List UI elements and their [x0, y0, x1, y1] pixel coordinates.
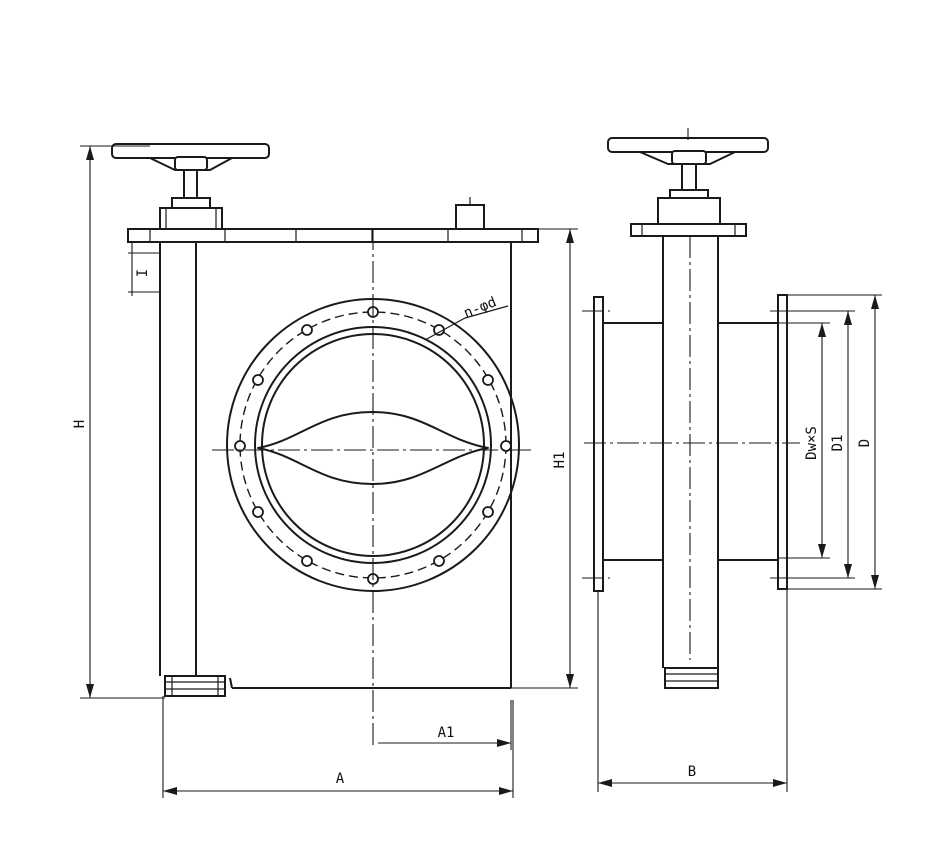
side-pipe	[582, 294, 800, 592]
side-dimensions	[597, 294, 882, 792]
side-body	[662, 236, 719, 689]
label-H1: H1	[552, 452, 568, 469]
side-top-plate	[630, 223, 747, 237]
label-A: A	[336, 771, 345, 787]
front-flange	[212, 228, 534, 745]
label-I: I	[135, 269, 151, 277]
label-D1: D1	[830, 435, 846, 452]
front-handwheel	[111, 143, 270, 231]
front-top-plate	[127, 197, 539, 243]
side-view	[582, 128, 882, 792]
label-D: D	[857, 439, 873, 447]
front-dimensions	[80, 145, 578, 798]
front-view	[80, 143, 578, 798]
label-H: H	[72, 420, 88, 428]
label-DwxS: Dw×S	[804, 426, 820, 460]
label-n-phi-d: n-φd	[462, 294, 499, 321]
label-B: B	[688, 764, 696, 780]
front-body	[159, 242, 512, 697]
label-A1: A1	[438, 725, 455, 741]
side-handwheel	[607, 128, 769, 225]
